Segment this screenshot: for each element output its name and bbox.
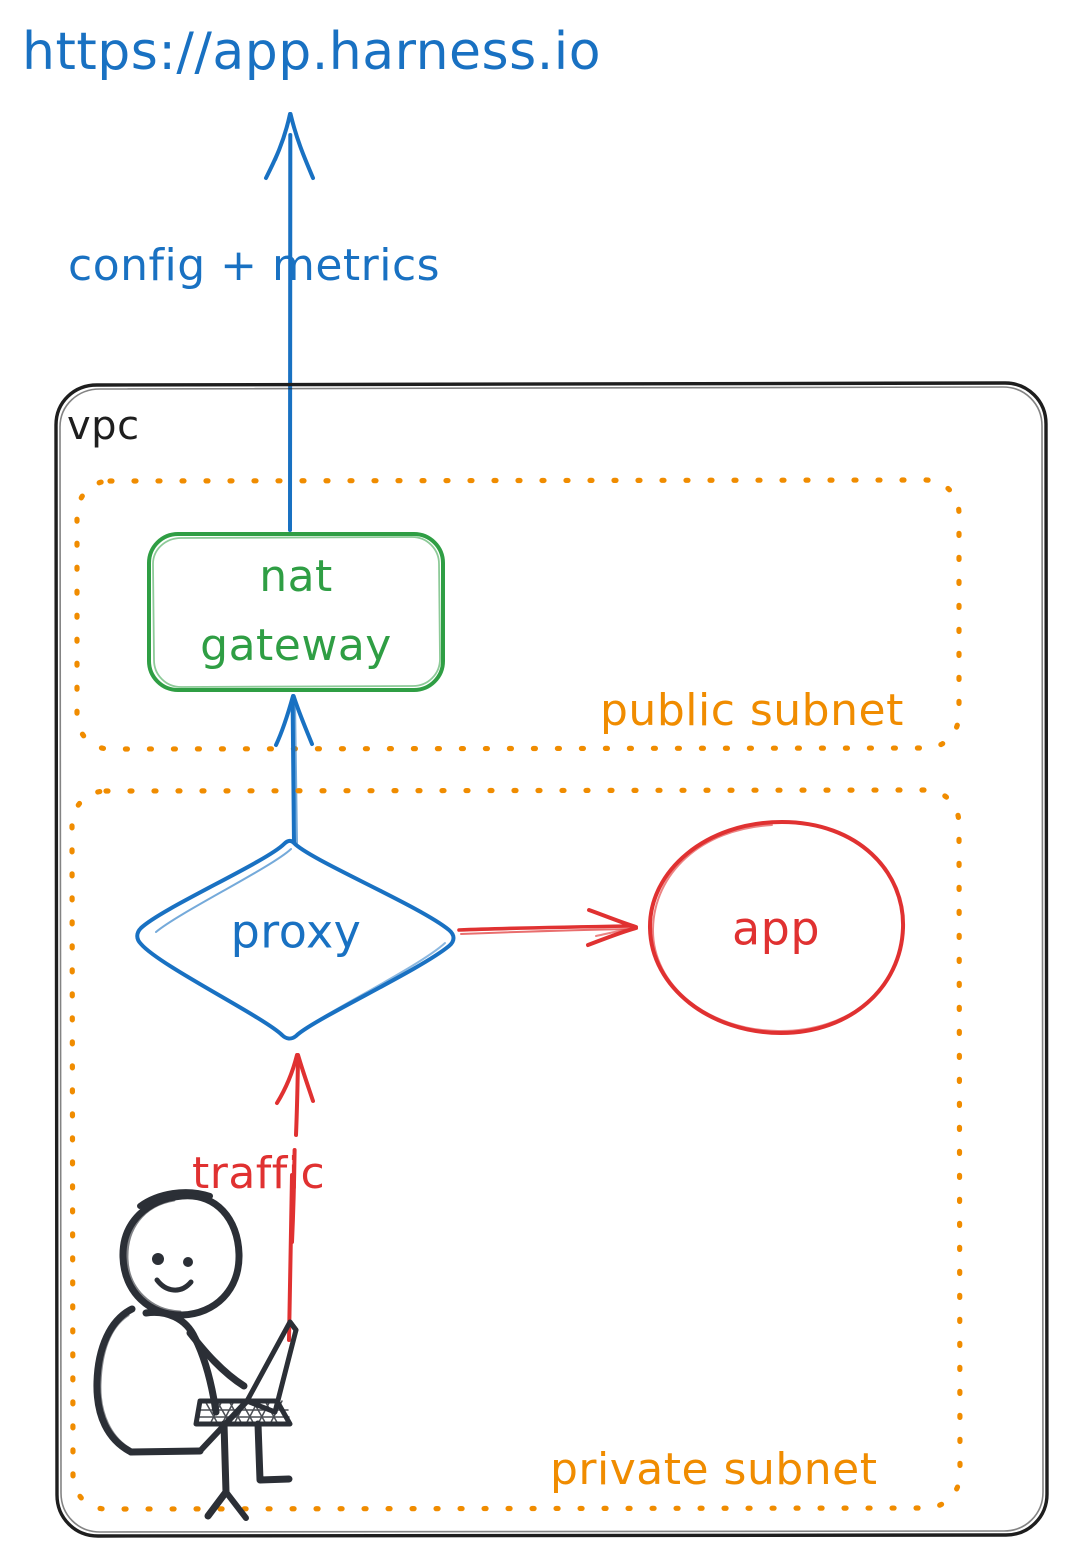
node-proxy[interactable]: proxy (135, 838, 456, 1041)
eye-left-icon (152, 1253, 164, 1265)
eye-right-icon (183, 1257, 193, 1267)
edge-label-config-metrics: config + metrics (68, 240, 440, 291)
node-nat-gateway-label-line1: nat (259, 551, 333, 602)
edge-proxy-to-nat (274, 694, 314, 845)
node-user-stick-figure (93, 1189, 299, 1521)
public-subnet-label: public subnet (600, 685, 904, 736)
smile-icon (154, 1277, 194, 1293)
laptop-keyboard-hatch (196, 1400, 290, 1425)
external-url-label: https://app.harness.io (22, 22, 601, 82)
node-app[interactable]: app (647, 820, 906, 1035)
vpc-container (54, 381, 1049, 1538)
edge-proxy-to-app (457, 908, 638, 947)
node-proxy-label: proxy (231, 905, 362, 959)
node-nat-gateway-label-line2: gateway (200, 620, 392, 671)
private-subnet-label: private subnet (550, 1444, 878, 1495)
node-nat-gateway[interactable]: nat gateway (147, 532, 445, 692)
vpc-label: vpc (67, 403, 140, 449)
node-app-label: app (732, 902, 820, 956)
edge-nat-to-internet (264, 112, 315, 532)
edge-label-traffic: traffic (192, 1148, 325, 1199)
